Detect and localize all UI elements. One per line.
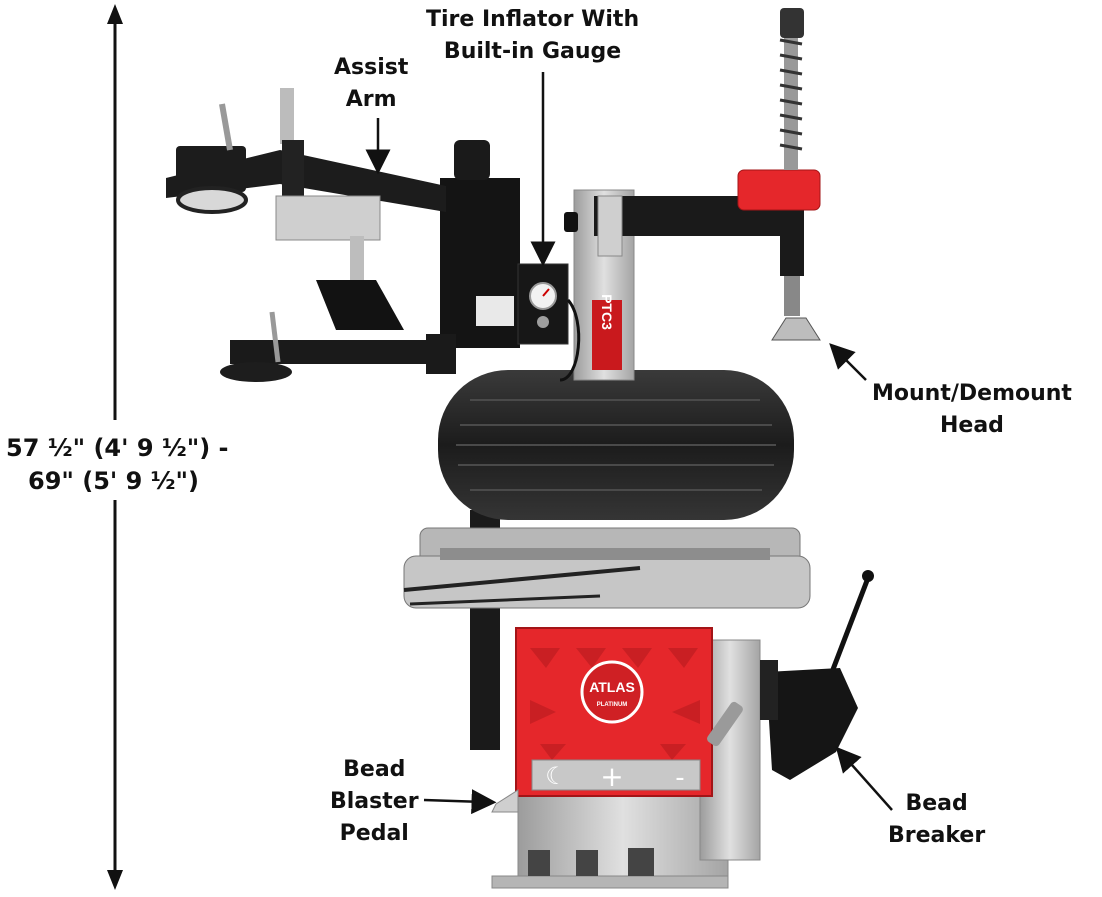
pointer-arrows (365, 72, 893, 815)
label-bead-breaker-line1: Bead (905, 791, 968, 816)
mount-head-arrow (829, 343, 867, 381)
label-tire-inflator-line1: Tire Inflator With (426, 7, 640, 32)
bead-blaster-pedal (491, 789, 519, 813)
control-symbol-minus: - (675, 763, 684, 793)
assist-arm (166, 88, 520, 382)
label-bead-breaker: Bead Breaker (888, 788, 985, 852)
label-mount-demount-head-line2: Head (940, 413, 1004, 438)
label-height-line2: 69" (5' 9 ½") (28, 467, 199, 495)
label-mount-demount-head: Mount/Demount Head (872, 378, 1072, 442)
control-symbol-rotate: ☾ (545, 762, 567, 790)
brand-sub-text: PLATINUM (597, 702, 628, 708)
turntable (403, 527, 811, 609)
brand-logo-text: ATLAS (589, 679, 635, 695)
bead-breaker (707, 570, 874, 780)
model-label: PTC3 (599, 294, 615, 330)
bead-breaker-arrow (835, 746, 893, 811)
label-height-dimension: 57 ½" (4' 9 ½") - 69" (5' 9 ½") (6, 432, 229, 498)
label-tire-inflator: Tire Inflator With Built-in Gauge (426, 4, 639, 68)
label-assist-arm: Assist Arm (334, 52, 408, 116)
tire-inflator-gauge (517, 263, 581, 382)
label-bead-blaster-line2: Blaster (330, 789, 419, 814)
tire (438, 370, 794, 520)
control-symbol-plus: + (600, 760, 623, 793)
bead-blaster-arrow (423, 789, 497, 815)
red-front-panel: ATLAS PLATINUM ☾ + - (515, 627, 713, 797)
label-height-line1: 57 ½" (4' 9 ½") - (6, 434, 229, 462)
label-assist-arm-line2: Arm (345, 87, 397, 112)
label-bead-blaster-line1: Bead (343, 757, 406, 782)
label-bead-blaster-pedal: Bead Blaster Pedal (330, 754, 419, 850)
label-mount-demount-head-line1: Mount/Demount (872, 381, 1072, 406)
mount-demount-arm (594, 8, 821, 341)
label-tire-inflator-line2: Built-in Gauge (443, 39, 622, 64)
label-bead-blaster-line3: Pedal (339, 821, 409, 846)
height-dimension-arrow (107, 4, 123, 890)
label-assist-arm-line1: Assist (334, 55, 409, 80)
label-bead-breaker-line2: Breaker (888, 823, 986, 848)
